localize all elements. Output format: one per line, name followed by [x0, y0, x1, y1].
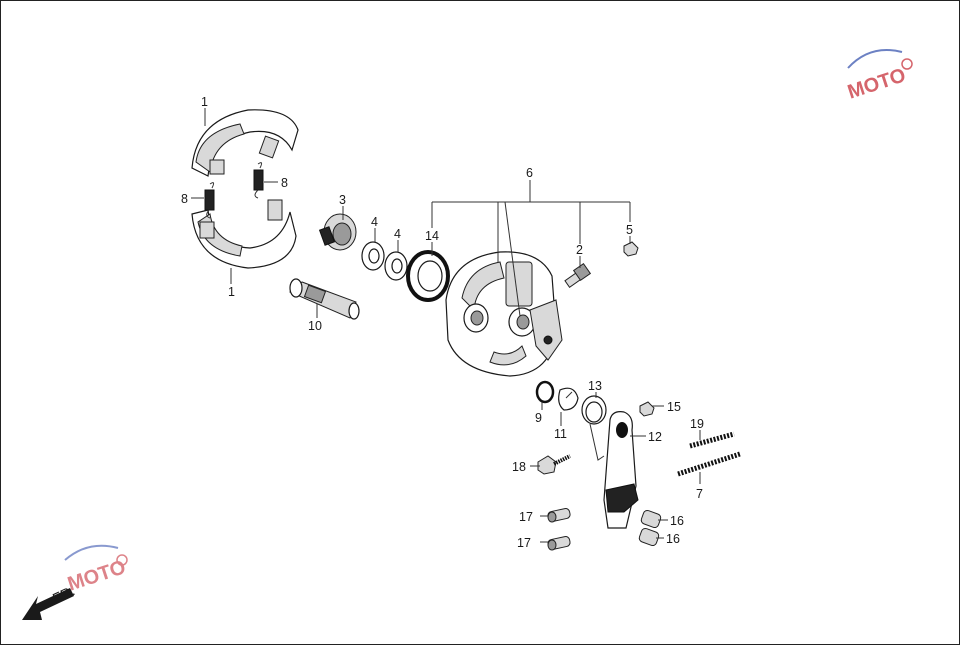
pin-lower	[547, 536, 571, 551]
callout-12: 12	[648, 430, 662, 444]
callout-2: 2	[576, 243, 583, 257]
callout-4-first: 4	[371, 215, 378, 229]
callout-1-lower: 1	[228, 285, 235, 299]
brake-shoe-lower	[191, 199, 297, 269]
callout-6: 6	[526, 166, 533, 180]
cap-nut	[623, 241, 639, 257]
watermark-text: MOTO	[845, 64, 909, 103]
callout-13: 13	[588, 379, 602, 393]
watermark-logo-bottom-left: MOTO	[64, 544, 129, 596]
washer-2	[384, 251, 408, 281]
adjusting-bolt	[564, 262, 592, 288]
callout-4-second: 4	[394, 227, 401, 241]
callout-3: 3	[339, 193, 346, 207]
front-direction-arrow: FR.	[22, 582, 77, 620]
callout-5: 5	[626, 223, 633, 237]
watermark-logo-top-right: MOTO	[845, 49, 913, 104]
callout-19: 19	[690, 417, 704, 431]
callout-1-upper: 1	[201, 95, 208, 109]
brake-shoe-upper	[191, 109, 299, 177]
brake-arm	[603, 411, 639, 529]
arm-nut	[639, 401, 655, 417]
callout-9: 9	[535, 411, 542, 425]
callout-7: 7	[696, 487, 703, 501]
brake-cam-shaft	[289, 278, 360, 320]
flange-bolt	[537, 454, 571, 475]
circlip	[558, 387, 579, 411]
oil-seal	[406, 250, 450, 302]
leader-lines	[191, 108, 701, 543]
callout-11: 11	[554, 427, 567, 441]
callout-17-upper: 17	[519, 510, 533, 524]
callout-14: 14	[425, 229, 439, 243]
washer-1	[361, 241, 385, 271]
callout-17-lower: 17	[517, 536, 531, 550]
brake-panel	[445, 251, 563, 377]
pin-upper	[547, 508, 571, 523]
bushing-upper	[640, 509, 662, 529]
o-ring	[535, 380, 555, 404]
callout-10: 10	[308, 319, 322, 333]
callout-18: 18	[512, 460, 526, 474]
callout-16-upper: 16	[670, 514, 684, 528]
spring-19	[689, 431, 735, 449]
spring-7	[677, 451, 741, 477]
shoe-spring-left	[204, 182, 215, 219]
callout-16-lower: 16	[666, 532, 680, 546]
callout-labels: 1 1 8 8 3 4 4 14 6 2 5 10 9 11 13 15 12 …	[181, 95, 704, 550]
wear-indicator-gear	[318, 213, 357, 251]
return-spring	[581, 395, 607, 461]
callout-8-left: 8	[181, 192, 188, 206]
callout-8-right: 8	[281, 176, 288, 190]
bushing-lower	[638, 527, 660, 547]
callout-15: 15	[667, 400, 681, 414]
shoe-spring-right	[253, 162, 264, 199]
watermark-text: MOTO	[65, 556, 129, 595]
